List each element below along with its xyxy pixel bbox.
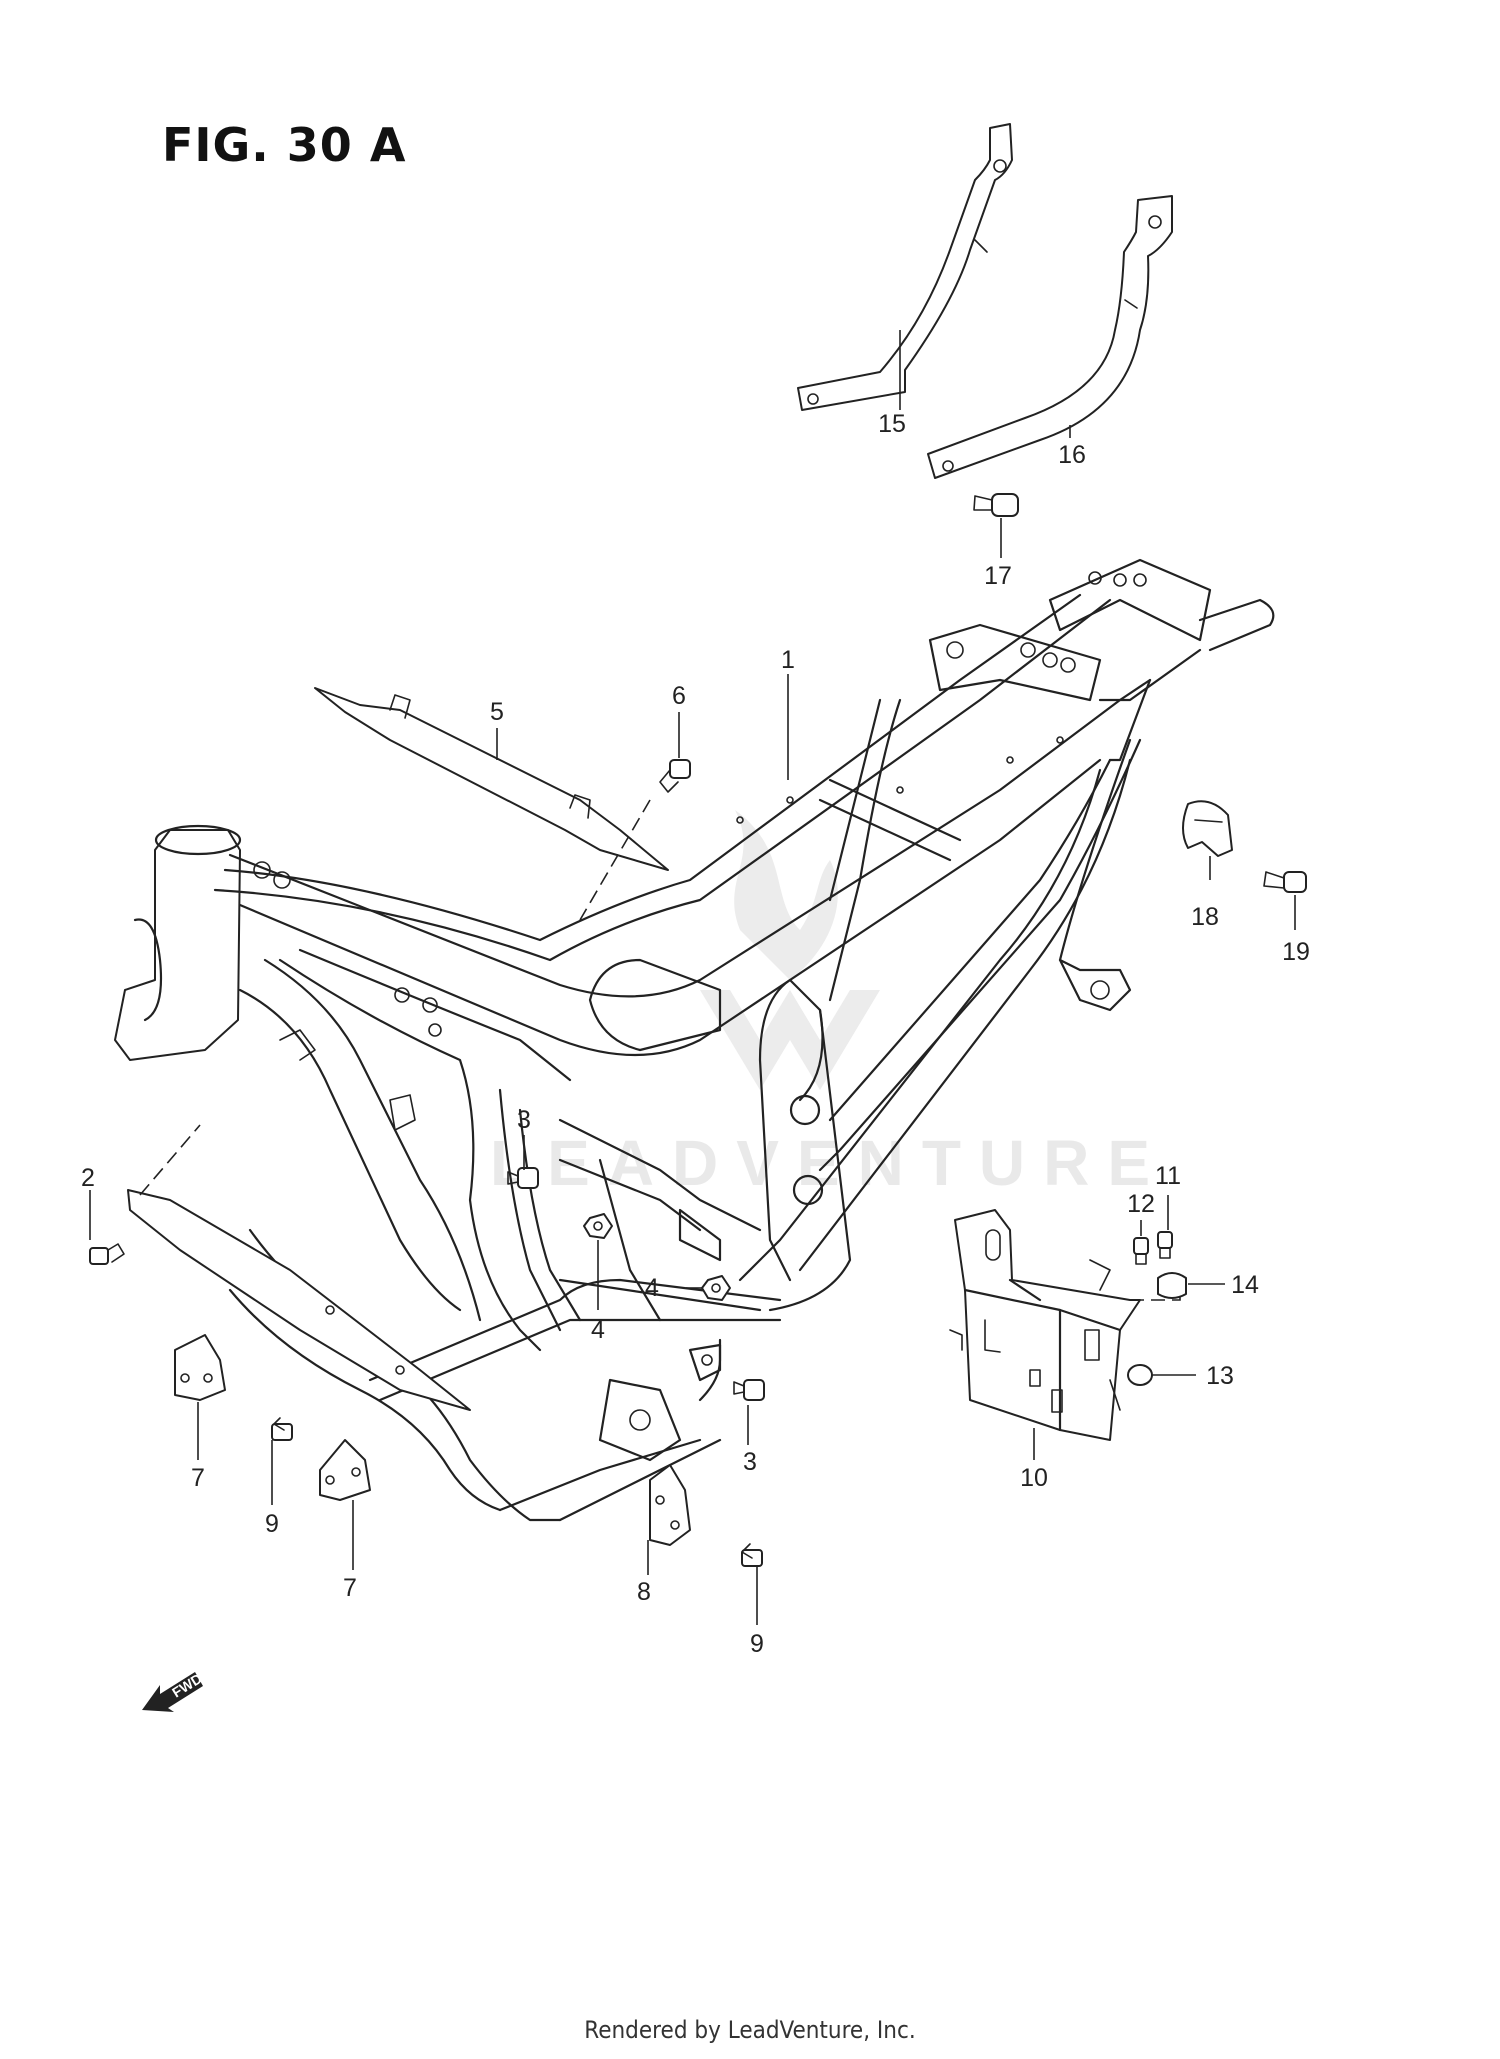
callout-6: 6 <box>672 682 686 710</box>
callout-19: 19 <box>1282 938 1310 966</box>
callout-17: 17 <box>984 562 1012 590</box>
callout-10: 10 <box>1020 1464 1048 1492</box>
callout-9b: 9 <box>750 1630 764 1658</box>
part-8-mount-plate[interactable] <box>649 1464 691 1546</box>
part-3-bolt-b[interactable] <box>733 1379 765 1401</box>
leader-lines <box>89 330 1296 1625</box>
part-9-bolt-b[interactable] <box>741 1543 763 1567</box>
callout-4a: 4 <box>645 1274 659 1302</box>
part-4-nut-b[interactable] <box>701 1275 731 1301</box>
part-6-bolt[interactable] <box>579 759 691 921</box>
callouts: 1 2 3 3 4 4 5 6 7 7 8 9 9 10 11 12 13 14… <box>81 410 1310 1658</box>
part-15-grab-rail-left[interactable] <box>797 123 1013 411</box>
part-19-bolt[interactable] <box>1263 871 1307 893</box>
part-17-bolt[interactable] <box>973 493 1019 517</box>
callout-15: 15 <box>878 410 906 438</box>
part-9-bolt-a[interactable] <box>271 1417 293 1441</box>
callout-14: 14 <box>1231 1271 1259 1299</box>
part-13-cushion[interactable] <box>1127 1364 1153 1386</box>
callout-16: 16 <box>1058 441 1086 469</box>
callout-18: 18 <box>1191 903 1219 931</box>
callout-12: 12 <box>1127 1190 1155 1218</box>
callout-4b: 4 <box>591 1316 605 1344</box>
callout-8: 8 <box>637 1578 651 1606</box>
part-1-main-frame[interactable] <box>114 558 1275 1522</box>
part-4-nut-a[interactable] <box>583 1213 613 1239</box>
callout-3b: 3 <box>743 1448 757 1476</box>
callout-11: 11 <box>1155 1162 1181 1190</box>
callout-1: 1 <box>781 646 795 674</box>
callout-7a: 7 <box>191 1464 205 1492</box>
part-7-mount-plate-b[interactable] <box>319 1439 371 1501</box>
watermark-text: LEADVENTURE <box>490 1127 1168 1199</box>
part-3-bolt-a[interactable] <box>507 1167 539 1189</box>
part-18-clamp[interactable] <box>1182 800 1233 857</box>
callout-13: 13 <box>1206 1362 1234 1390</box>
footer-credit: Rendered by LeadVenture, Inc. <box>584 2016 916 2044</box>
callout-5: 5 <box>490 698 504 726</box>
front-lower-bracket[interactable] <box>127 1124 471 1411</box>
part-12-screw[interactable] <box>1133 1237 1149 1265</box>
part-7-mount-plate-a[interactable] <box>174 1334 226 1401</box>
callout-9a: 9 <box>265 1510 279 1538</box>
part-10-battery-holder[interactable] <box>949 1209 1181 1441</box>
part-14-cushion[interactable] <box>1157 1272 1187 1299</box>
part-2-bolt[interactable] <box>89 1243 125 1265</box>
callout-2: 2 <box>81 1164 95 1192</box>
callout-3a: 3 <box>517 1106 531 1134</box>
part-16-grab-rail-right[interactable] <box>927 195 1173 479</box>
part-11-screw[interactable] <box>1157 1231 1173 1259</box>
forward-arrow-icon: FWD <box>142 1670 205 1712</box>
callout-7b: 7 <box>343 1574 357 1602</box>
figure-title: FIG. 30 A <box>162 118 407 172</box>
part-5-frame-stay[interactable] <box>314 687 669 871</box>
